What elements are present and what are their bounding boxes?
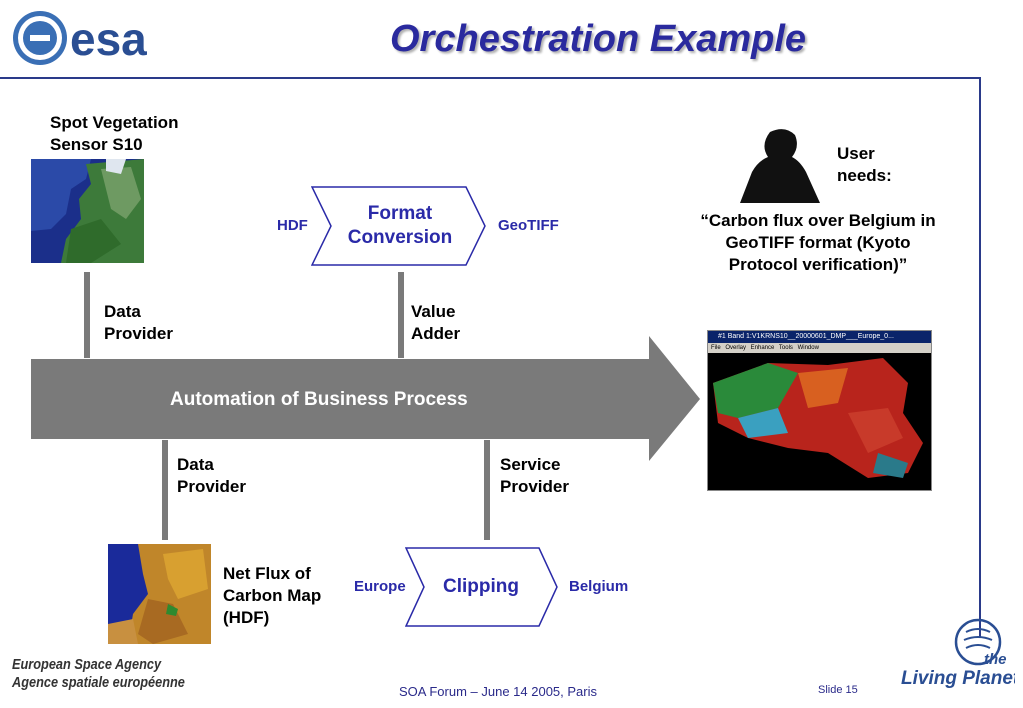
business-process-label: Automation of Business Process — [170, 389, 468, 410]
belgium-label: Belgium — [569, 578, 629, 595]
living-planet-logo: the Living Planet — [900, 618, 1020, 690]
europe-label: Europe — [354, 578, 406, 595]
right-divider — [979, 77, 981, 637]
connector-data-provider-bottom — [162, 440, 168, 540]
user-needs-quote: “Carbon flux over Belgium in GeoTIFF for… — [700, 211, 936, 274]
hdf-label: HDF — [277, 217, 308, 234]
belgium-carbon-map — [708, 353, 931, 490]
viewer-title-bar: #1 Band 1:V1KRNS10__20000601_DMP___Europ… — [708, 331, 931, 343]
header-divider — [0, 77, 980, 79]
clipping-label: Clipping — [443, 576, 519, 597]
esa-logo: esa — [10, 8, 190, 68]
sensor-label: Spot Vegetation Sensor S10 — [50, 113, 179, 154]
europe-vegetation-map — [31, 159, 144, 263]
footer-forum: SOA Forum – June 14 2005, Paris — [399, 684, 597, 699]
page-title: Orchestration Example — [390, 18, 807, 60]
agency-name-fr: Agence spatiale européenne — [12, 674, 185, 691]
data-provider-bottom-label: Data Provider — [177, 455, 246, 496]
geotiff-label: GeoTIFF — [498, 217, 559, 234]
connector-service-provider — [484, 440, 490, 540]
agency-name-en: European Space Agency — [12, 656, 162, 673]
user-silhouette-icon — [740, 127, 830, 203]
image-viewer-window: #1 Band 1:V1KRNS10__20000601_DMP___Europ… — [707, 330, 932, 491]
value-adder-label: Value Adder — [411, 302, 461, 343]
agency-name: European Space Agency Agence spatiale eu… — [12, 656, 185, 692]
living-planet-the: the — [984, 651, 1007, 668]
net-flux-map — [108, 544, 211, 644]
clipping-chevron — [404, 547, 559, 627]
net-flux-label: Net Flux of Carbon Map (HDF) — [223, 564, 322, 627]
user-needs-label: User needs: — [837, 144, 892, 185]
business-process-arrow — [31, 336, 701, 462]
service-provider-label: Service Provider — [500, 455, 569, 496]
format-conversion-chevron — [310, 186, 487, 266]
data-provider-top-label: Data Provider — [104, 302, 173, 343]
esa-logo-text: esa — [70, 13, 147, 65]
format-conversion-label: Format Conversion — [347, 203, 453, 248]
slide-number: Slide 15 — [818, 684, 858, 696]
connector-data-provider-top — [84, 272, 90, 358]
connector-value-adder — [398, 272, 404, 358]
living-planet-text: Living Planet — [901, 668, 1015, 689]
viewer-menu-bar: File Overlay Enhance Tools Window — [708, 343, 931, 353]
